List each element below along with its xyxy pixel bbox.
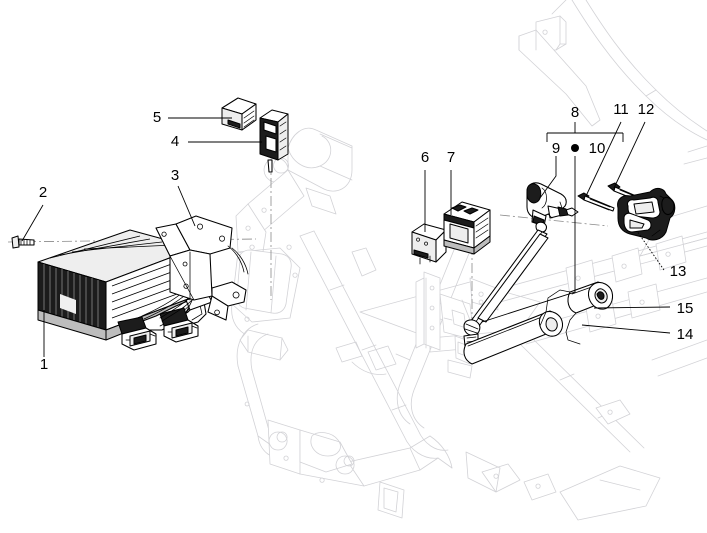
part-10-actuator-push-rod (463, 229, 549, 347)
callout-label-5: 5 (153, 109, 161, 126)
part-5-relay-small (221, 97, 257, 131)
callout-label-2: 2 (39, 184, 47, 201)
callout-label-7: 7 (447, 149, 455, 166)
frame-background (231, 0, 707, 521)
marker-dot-8 (571, 144, 579, 152)
part-11-fixing-bolt-short (577, 192, 615, 212)
part-1-wiring-harness (117, 285, 213, 351)
part-13-lock-actuator-body (617, 187, 676, 241)
callout-labels: 1 2 3 4 5 6 7 8 9 10 11 12 13 14 15 (39, 101, 694, 373)
callout-label-12: 12 (638, 101, 655, 118)
callout-label-9: 9 (552, 140, 560, 157)
callout-label-15: 15 (677, 300, 694, 317)
callout-label-11: 11 (613, 101, 629, 118)
callout-label-3: 3 (171, 167, 179, 184)
callout-label-14: 14 (677, 326, 694, 343)
callout-label-8: 8 (571, 104, 579, 121)
callout-label-4: 4 (171, 133, 179, 150)
callout-leaders (21, 117, 671, 357)
callout-label-13: 13 (670, 263, 687, 280)
callout-label-6: 6 (421, 149, 429, 166)
part-2-mounting-screw (11, 235, 35, 249)
callout-label-10: 10 (589, 140, 606, 157)
part-15-spacer-sleeve (545, 281, 614, 345)
callout-label-1: 1 (40, 356, 48, 373)
part-9-actuator-motor-head (526, 182, 579, 233)
part-4-relay-tall (259, 109, 289, 173)
part-3-support-bracket (155, 215, 249, 321)
part-6-connector-small (411, 223, 447, 265)
part-7-connector-large (443, 201, 491, 255)
part-14-lower-pivot-bush (463, 310, 564, 365)
